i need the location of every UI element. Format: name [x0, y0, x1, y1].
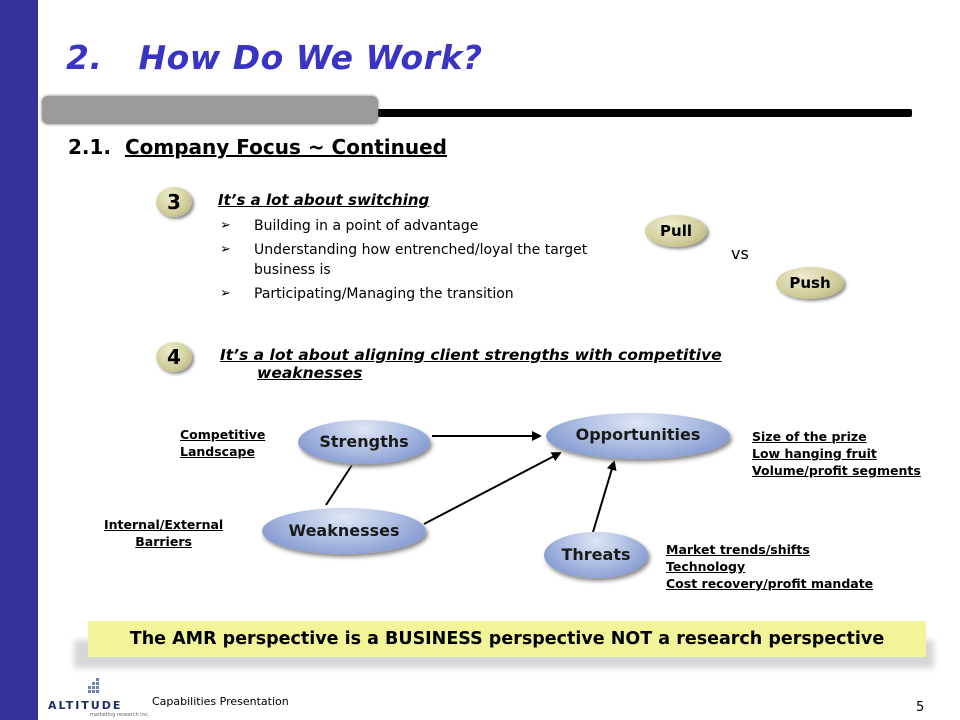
logo-wordmark: ALTITUDE	[48, 699, 123, 712]
opportunities-oval: Opportunities	[546, 413, 730, 459]
point-3-heading: It’s a lot about switching	[218, 191, 430, 209]
point-3-bullets: ➢Building in a point of advantage ➢Under…	[218, 216, 608, 308]
perspective-banner: The AMR perspective is a BUSINESS perspe…	[88, 621, 926, 657]
point-4-badge: 4	[156, 342, 192, 372]
competitive-landscape-label: Competitive Landscape	[180, 427, 266, 459]
left-sidebar-bar	[0, 0, 38, 720]
opportunities-notes: Size of the prize Low hanging fruit Volu…	[752, 429, 921, 478]
point-4-heading: It’s a lot about aligning client strengt…	[220, 346, 722, 382]
title-rule-dark	[330, 109, 912, 117]
bullet-item: ➢Understanding how entrenched/loyal the …	[220, 242, 588, 278]
vs-label: vs	[731, 244, 749, 263]
arrow-bullet-icon: ➢	[220, 286, 231, 301]
subtitle-text: Company Focus ~ Continued	[124, 135, 447, 159]
logo-tagline: marketing research inc.	[90, 712, 150, 718]
pull-badge: Pull	[645, 215, 707, 247]
subtitle-number: 2.1.	[68, 135, 112, 159]
page-title: 2. How Do We Work?	[66, 38, 483, 77]
altitude-logo-icon	[88, 678, 99, 693]
arrow-bullet-icon: ➢	[220, 242, 231, 257]
threats-notes: Market trends/shifts Technology Cost rec…	[666, 542, 874, 591]
point-3-badge: 3	[156, 187, 192, 217]
bullet-item: ➢Building in a point of advantage	[220, 218, 479, 234]
push-badge: Push	[776, 267, 844, 299]
internal-external-barriers-label: Internal/External Barriers	[104, 517, 224, 549]
page-number: 5	[916, 700, 925, 715]
strengths-weaknesses-link	[325, 464, 353, 506]
strengths-oval: Strengths	[298, 420, 430, 464]
weaknesses-to-opportunities-arrow	[423, 452, 562, 525]
section-subtitle: 2.1. Company Focus ~ Continued	[68, 135, 447, 159]
weaknesses-oval: Weaknesses	[262, 508, 426, 554]
title-rule-grey	[42, 96, 378, 124]
footer-caption: Capabilities Presentation	[152, 695, 289, 708]
threats-oval: Threats	[544, 532, 648, 578]
arrow-bullet-icon: ➢	[220, 218, 231, 233]
threats-to-opportunities-arrow	[592, 460, 617, 533]
bullet-item: ➢Participating/Managing the transition	[220, 286, 514, 302]
